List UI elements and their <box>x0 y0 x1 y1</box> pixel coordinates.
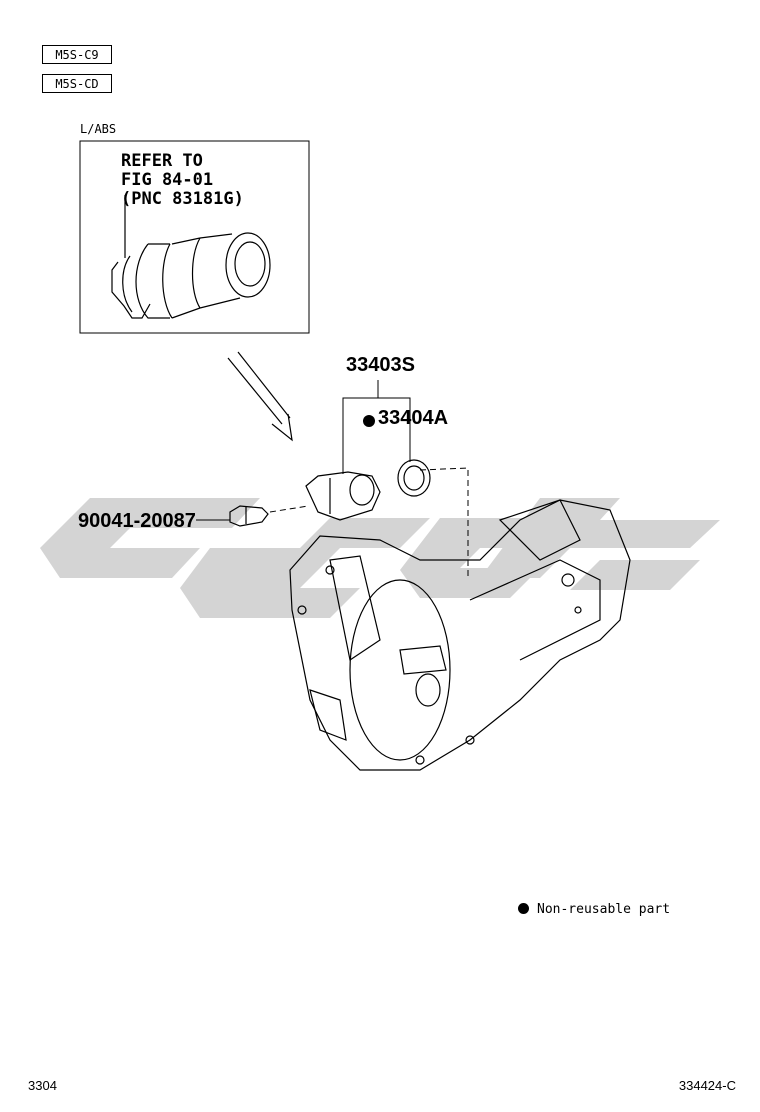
figure-number: 3304 <box>28 1078 57 1093</box>
speed-sensor-drawing <box>305 471 381 521</box>
variant-code-tag: M5S-CD <box>42 74 112 93</box>
filled-circle-icon <box>518 903 529 914</box>
legend-text: Non-reusable part <box>537 902 671 917</box>
callout-leaders <box>196 380 469 580</box>
legend: Non-reusable part <box>518 902 670 917</box>
refer-line: REFER TO <box>121 151 203 171</box>
inset-label: L/ABS <box>80 122 117 136</box>
transmission-drawing <box>289 499 631 771</box>
inset-frame <box>79 140 310 334</box>
part-number-o-ring[interactable]: 33404A <box>378 407 449 429</box>
refer-line: FIG 84-01 <box>121 170 214 190</box>
variant-code-tag: M5S-C9 <box>42 45 112 64</box>
illustration-code: 334424-C <box>678 1078 736 1093</box>
direction-arrow <box>227 351 293 442</box>
non-reusable-marker <box>363 415 375 427</box>
sensor-inset-drawing <box>111 195 271 319</box>
o-ring-drawing <box>397 459 431 497</box>
plug-drawing <box>229 505 269 527</box>
part-number-plug[interactable]: 90041-20087 <box>78 510 196 532</box>
refer-line: (PNC 83181G) <box>121 189 244 209</box>
part-number-sensor-assembly[interactable]: 33403S <box>346 354 415 376</box>
refer-note: REFER TO FIG 84-01 (PNC 83181G) <box>121 152 244 209</box>
